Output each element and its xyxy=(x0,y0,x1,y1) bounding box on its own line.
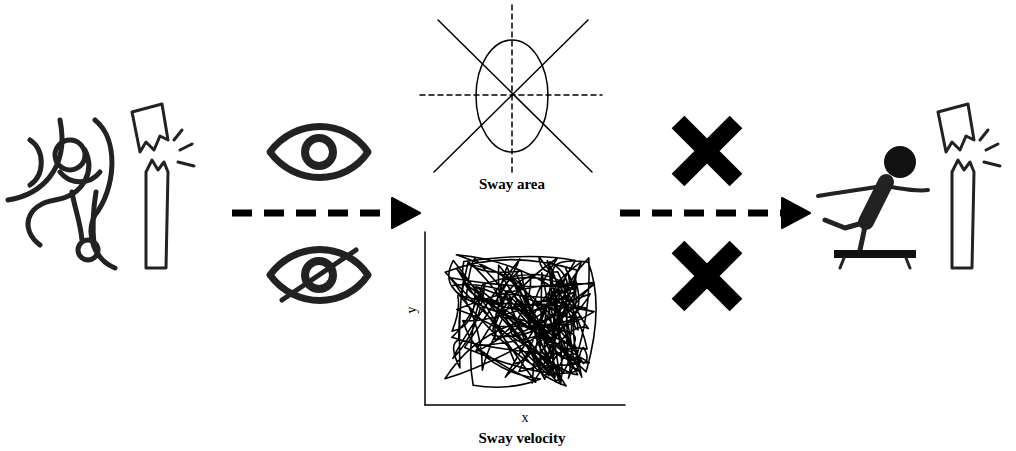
eye-open-icon xyxy=(270,127,368,178)
dashed-arrow xyxy=(232,198,420,228)
sway-area-figure xyxy=(420,5,602,175)
broken-bone-icon xyxy=(938,104,1000,268)
hip-joint-icon xyxy=(8,120,115,268)
dashed-arrow xyxy=(620,198,810,228)
broken-bone-icon xyxy=(132,104,194,268)
sway-trace xyxy=(445,255,596,387)
balance-person-icon xyxy=(818,146,928,268)
axis-label: y xyxy=(404,307,418,314)
sway-velocity-plot xyxy=(425,232,625,405)
figure-title: Sway area xyxy=(479,177,545,192)
axis-label: x xyxy=(522,411,529,425)
figure-title: Sway velocity xyxy=(478,431,565,446)
eye-closed-icon xyxy=(270,250,368,301)
cross-mark xyxy=(678,122,736,305)
